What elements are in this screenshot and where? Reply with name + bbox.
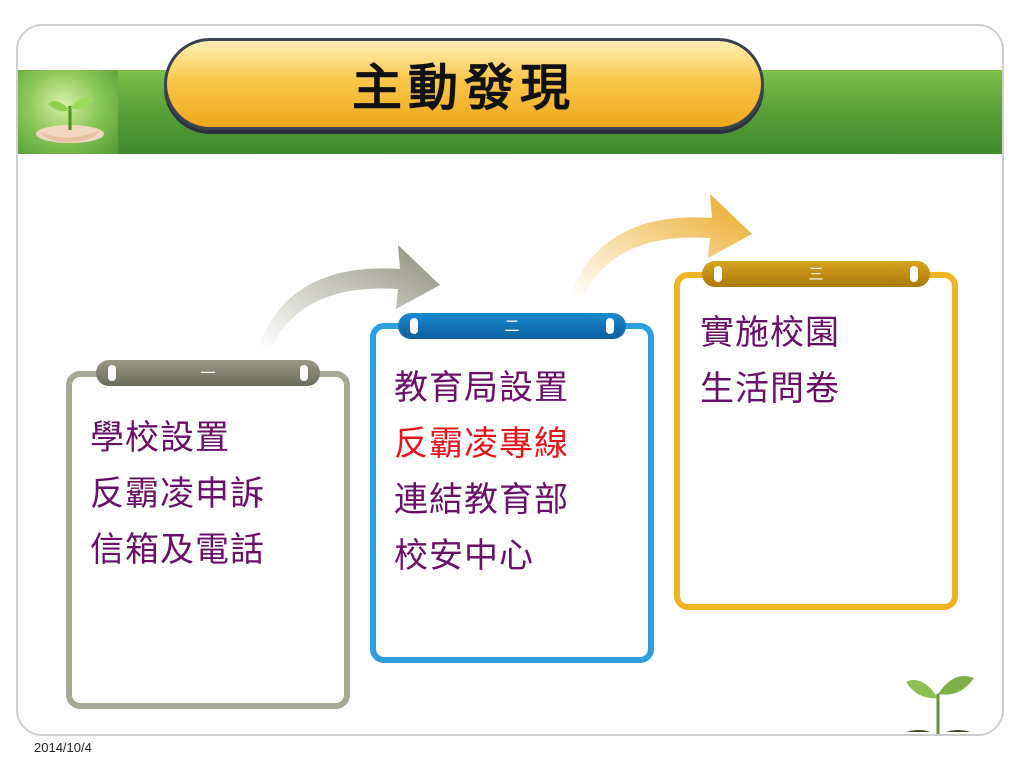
step-line: 反霸凌申訴 xyxy=(90,474,265,514)
step-line: 教育局設置 xyxy=(394,368,569,408)
sprout-icon xyxy=(906,676,974,734)
footer-date: 2014/10/4 xyxy=(34,740,92,755)
step-card-2 xyxy=(370,323,654,663)
step-number: 一 xyxy=(200,363,216,382)
step-card-1 xyxy=(66,371,350,709)
step-tab-1: 一 xyxy=(96,360,320,386)
step-line: 生活問卷 xyxy=(700,369,840,409)
slide-title: 主動發現 xyxy=(352,58,576,117)
step-line: 實施校園 xyxy=(700,313,840,353)
step-tab-3: 三 xyxy=(702,261,930,287)
step-line-highlight: 反霸凌專線 xyxy=(394,424,569,464)
tab-hole xyxy=(300,365,308,381)
step-line: 學校設置 xyxy=(90,418,230,458)
step-card-3 xyxy=(674,272,958,610)
tab-hole xyxy=(410,318,418,334)
leaf-photo-icon xyxy=(18,70,118,154)
curved-arrow-icon xyxy=(570,194,752,296)
step-line: 連結教育部 xyxy=(394,480,569,520)
curved-arrow-icon xyxy=(258,245,440,347)
step-tab-2: 二 xyxy=(398,313,626,339)
tab-hole xyxy=(714,266,722,282)
step-number: 三 xyxy=(808,264,824,283)
title-banner: 主動發現 xyxy=(164,38,764,130)
tab-hole xyxy=(606,318,614,334)
tab-hole xyxy=(108,365,116,381)
step-text-2: 教育局設置 反霸凌專線 連結教育部 校安中心 xyxy=(394,360,569,584)
tab-hole xyxy=(910,266,918,282)
step-line: 校安中心 xyxy=(394,536,534,576)
step-text-3: 實施校園 生活問卷 xyxy=(700,305,840,417)
step-line: 信箱及電話 xyxy=(90,530,265,570)
step-text-1: 學校設置 反霸凌申訴 信箱及電話 xyxy=(90,410,265,578)
step-number: 二 xyxy=(504,316,520,335)
